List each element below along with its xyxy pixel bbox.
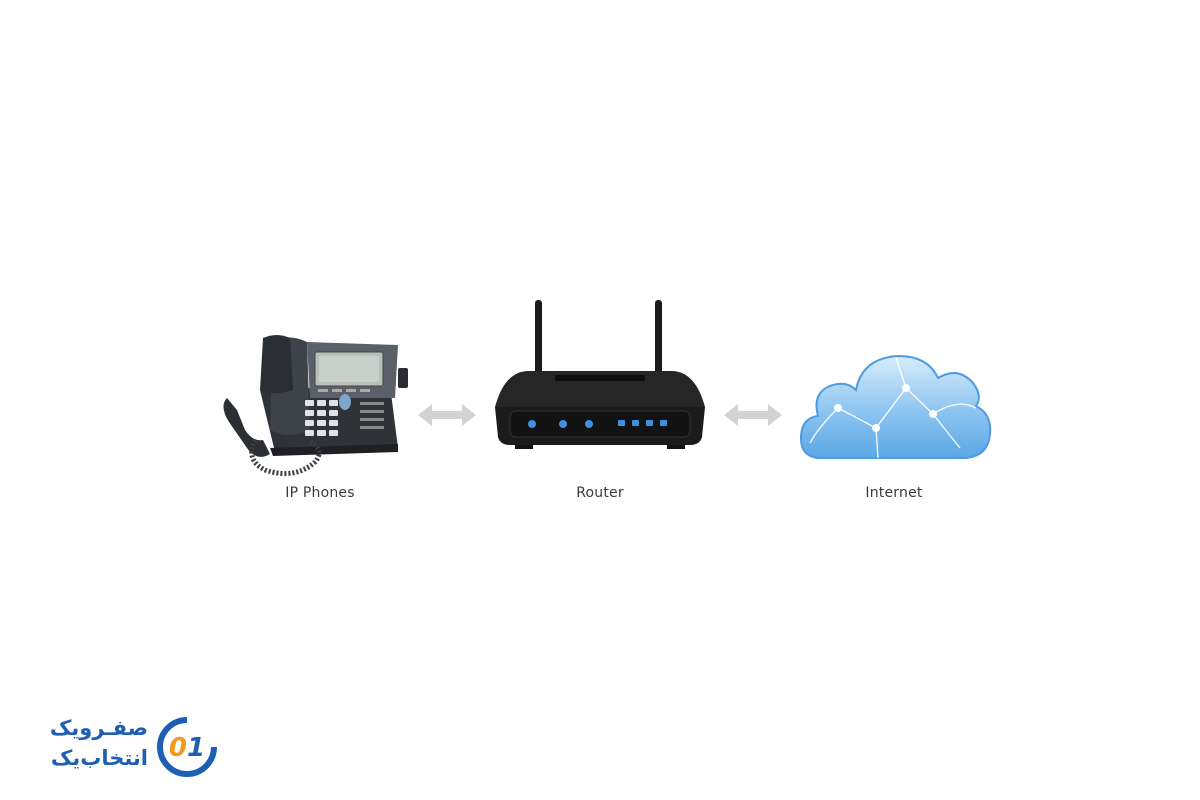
router-icon bbox=[495, 300, 705, 449]
svg-text:01: 01 bbox=[169, 733, 205, 763]
label-router: Router bbox=[576, 485, 624, 501]
logo-text-line2: انتخاب‌یک bbox=[50, 746, 148, 770]
ip-phone-icon bbox=[223, 335, 408, 477]
logo-text-line1: صفـرویک bbox=[49, 716, 148, 740]
label-internet: Internet bbox=[865, 485, 923, 501]
bidirectional-arrow-icon bbox=[418, 404, 476, 426]
logo-mark-icon: 01 bbox=[157, 716, 218, 777]
cloud-icon bbox=[799, 354, 992, 459]
label-ip-phones: IP Phones bbox=[285, 485, 355, 501]
bidirectional-arrow-icon bbox=[724, 404, 782, 426]
watermark-logo: صفـرویک انتخاب‌یک 01 bbox=[30, 712, 220, 782]
